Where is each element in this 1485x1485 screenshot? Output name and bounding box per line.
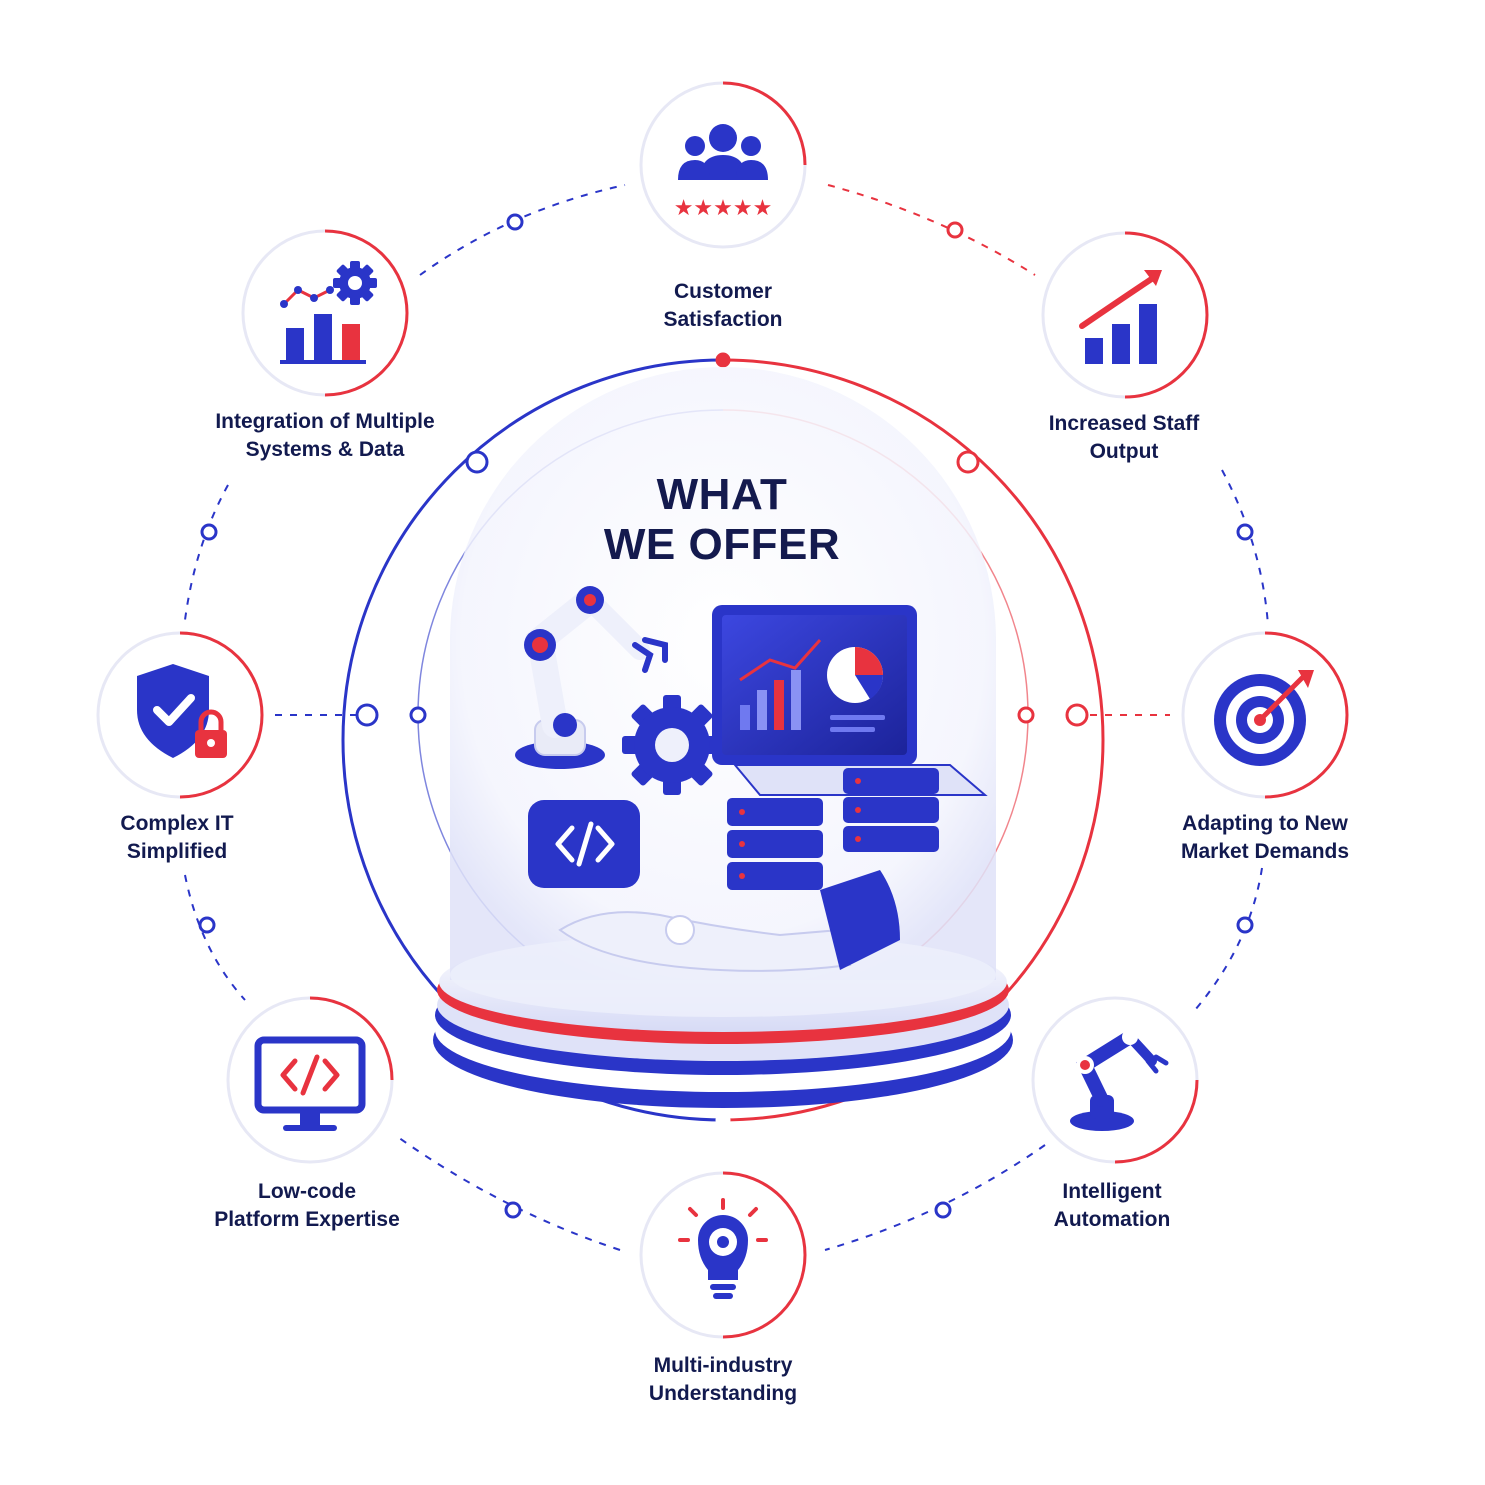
label-line2: Platform Expertise bbox=[214, 1208, 400, 1231]
chart-gear-icon bbox=[241, 229, 409, 397]
hand-illustration bbox=[558, 870, 900, 972]
label-line2: Automation bbox=[1053, 1208, 1171, 1231]
growth-chart-icon bbox=[1041, 231, 1209, 399]
label-integration: Integration of Multiple Systems & Data bbox=[175, 408, 475, 464]
node-low-code bbox=[225, 995, 395, 1165]
label-line2: Satisfaction bbox=[663, 308, 783, 331]
server-illustration bbox=[727, 768, 939, 890]
label-complex-it: Complex IT Simplified bbox=[27, 810, 327, 866]
shield-lock-icon bbox=[96, 631, 264, 799]
label-line1: Adapting to New bbox=[1182, 812, 1348, 835]
label-line1: Multi-industry bbox=[653, 1354, 793, 1377]
label-customer-satisfaction: Customer Satisfaction bbox=[573, 278, 873, 334]
label-line2: Understanding bbox=[648, 1382, 798, 1405]
label-line1: Complex IT bbox=[120, 812, 234, 835]
label-line1: Customer bbox=[673, 280, 773, 303]
node-adapting-market bbox=[1180, 630, 1350, 800]
label-adapting-market: Adapting to New Market Demands bbox=[1115, 810, 1415, 866]
node-integration bbox=[240, 228, 410, 398]
robot-arm-illustration bbox=[515, 586, 668, 769]
label-line2: Market Demands bbox=[1180, 840, 1350, 863]
label-multi-industry: Multi-industry Understanding bbox=[573, 1352, 873, 1408]
node-customer-satisfaction: ★★★★★ bbox=[638, 80, 808, 250]
label-line2: Output bbox=[1089, 440, 1159, 463]
node-increased-staff-output bbox=[1040, 230, 1210, 400]
svg-text:★★★★★: ★★★★★ bbox=[674, 196, 773, 221]
center-title-line2: WE OFFER bbox=[603, 520, 841, 569]
label-intelligent-automation: Intelligent Automation bbox=[962, 1178, 1262, 1234]
center-title-line1: WHAT bbox=[656, 470, 788, 519]
node-complex-it bbox=[95, 630, 265, 800]
code-block-illustration bbox=[528, 800, 640, 888]
label-line2: Simplified bbox=[126, 840, 228, 863]
label-increased-staff-output: Increased Staff Output bbox=[974, 410, 1274, 466]
dashed-connectors bbox=[184, 184, 1269, 1251]
lightbulb-gear-icon bbox=[639, 1171, 807, 1339]
gear-illustration bbox=[622, 695, 722, 795]
label-line1: Intelligent bbox=[1062, 1180, 1162, 1203]
center-title: WHAT WE OFFER bbox=[522, 470, 922, 570]
connector-dots bbox=[198, 213, 1254, 1219]
people-rating-icon: ★★★★★ bbox=[639, 81, 807, 249]
node-multi-industry bbox=[638, 1170, 808, 1340]
node-intelligent-automation bbox=[1030, 995, 1200, 1165]
target-icon bbox=[1181, 631, 1349, 799]
label-line2: Systems & Data bbox=[245, 438, 405, 461]
robot-arm-icon bbox=[1031, 996, 1199, 1164]
label-low-code: Low-code Platform Expertise bbox=[157, 1178, 457, 1234]
label-line1: Low-code bbox=[258, 1180, 356, 1203]
ring-nodes bbox=[355, 352, 1089, 1128]
label-line1: Integration of Multiple bbox=[215, 410, 435, 433]
code-monitor-icon bbox=[226, 996, 394, 1164]
label-line1: Increased Staff bbox=[1048, 412, 1200, 435]
